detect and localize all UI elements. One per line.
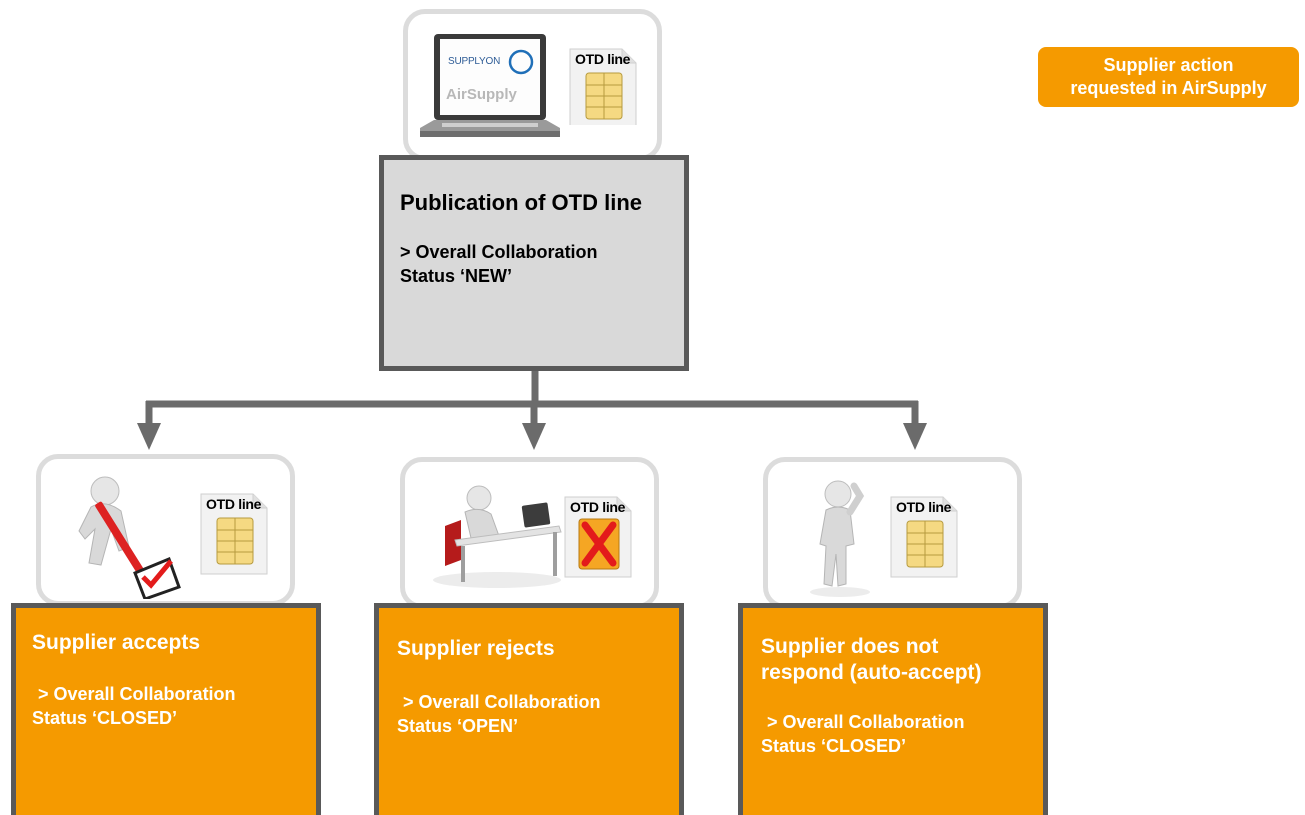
accept-icon-panel: OTD line: [36, 454, 295, 606]
doc-label: OTD line: [206, 496, 262, 512]
arrowhead-right: [903, 423, 927, 450]
laptop-app-name: AirSupply: [446, 86, 517, 103]
no-response-title-line-1: Supplier does not: [761, 635, 939, 658]
document-icon: [200, 493, 268, 575]
reject-title-line-1: Supplier rejects: [397, 637, 555, 660]
doc-label: OTD line: [896, 499, 952, 515]
figure-thinking-icon: [810, 480, 870, 597]
publication-status-line-2: Status ‘NEW’: [400, 266, 513, 286]
document-rejected-icon: [564, 496, 632, 578]
reject-box: Supplier rejects > Overall Collaboration…: [374, 603, 684, 815]
no-response-status-line-2: Status ‘CLOSED’: [761, 736, 907, 756]
legend-line-1: Supplier action: [1103, 55, 1234, 75]
arrowhead-left: [137, 423, 161, 450]
top-icon-panel: SUPPLYON AirSupply OTD line: [403, 9, 662, 161]
no-response-title-line-2: respond (auto-accept): [761, 661, 982, 684]
doc-label: OTD line: [570, 499, 626, 515]
legend-line-2: requested in AirSupply: [1070, 78, 1267, 98]
laptop-logo: SUPPLYON: [448, 56, 501, 67]
doc-label: OTD line: [575, 51, 631, 67]
accept-box: Supplier accepts > Overall Collaboration…: [11, 603, 321, 815]
reject-status-line-2: Status ‘OPEN’: [397, 716, 519, 736]
reject-status-line-1: > Overall Collaboration: [403, 692, 601, 712]
publication-title: Publication of OTD line: [400, 190, 642, 215]
legend-supplier-action: Supplier action requested in AirSupply: [1038, 47, 1299, 107]
accept-status-line-2: Status ‘CLOSED’: [32, 708, 178, 728]
publication-box: Publication of OTD line > Overall Collab…: [379, 155, 689, 371]
no-response-box: Supplier does not respond (auto-accept) …: [738, 603, 1048, 815]
accept-status-line-1: > Overall Collaboration: [38, 684, 236, 704]
document-icon: [569, 48, 637, 125]
accept-title-line-1: Supplier accepts: [32, 631, 201, 654]
reject-icon-panel: OTD line: [400, 457, 659, 609]
document-icon: [890, 496, 958, 578]
laptop-icon: [420, 34, 560, 137]
no-response-icon-panel: OTD line: [763, 457, 1022, 609]
no-response-status-line-1: > Overall Collaboration: [767, 712, 965, 732]
figure-desk-icon: [433, 485, 562, 588]
arrowhead-middle: [522, 423, 546, 450]
figure-checkmark-icon: [78, 476, 181, 599]
publication-status-line-1: > Overall Collaboration: [400, 242, 598, 262]
